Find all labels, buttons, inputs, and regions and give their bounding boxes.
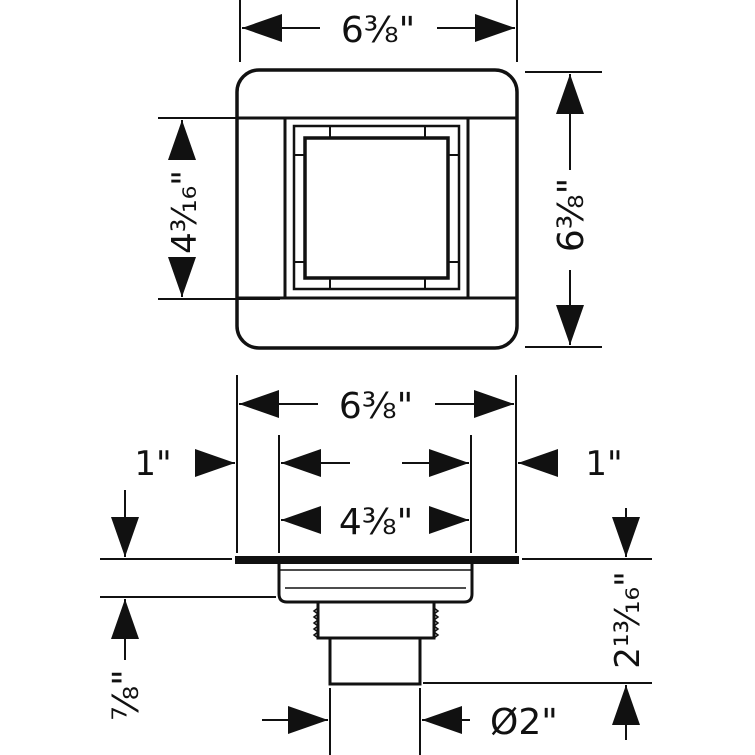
side-outlet-pipe <box>328 636 422 686</box>
side-flange <box>235 556 519 564</box>
side-thread-teeth <box>312 607 440 639</box>
top-outer-frame <box>235 68 519 350</box>
dim-outlet-diameter <box>262 688 470 755</box>
dim-outlet-diameter-label: Ø2" <box>490 702 558 743</box>
dim-top-height <box>525 71 602 348</box>
dim-side-flange-width-label: 6³⁄₈" <box>339 386 413 427</box>
dim-outlet-height-label: ⁷⁄₈" <box>106 669 147 720</box>
dim-side-body-width-label: 4³⁄₈" <box>339 502 413 543</box>
dim-side-outlet-height <box>100 490 276 660</box>
dim-side-flange-width <box>236 375 517 553</box>
top-view <box>235 68 519 350</box>
dim-top-width <box>239 0 518 62</box>
side-thread <box>316 600 436 640</box>
dim-side-total-height <box>423 508 652 740</box>
side-view <box>235 556 519 686</box>
dim-left-offset-label: 1" <box>134 444 171 484</box>
dim-top-inner-height-label: 4³⁄₁₆" <box>165 170 205 254</box>
dim-top-width-label: 6³⁄₈" <box>341 10 415 51</box>
dim-top-height-label: 6³⁄₈" <box>551 178 592 252</box>
top-grate-inner <box>303 136 450 280</box>
dim-top-inner-height <box>158 117 280 300</box>
side-body <box>277 563 474 604</box>
dim-total-height-label: 2¹³⁄₁₆" <box>608 571 648 668</box>
top-grate-outer <box>283 116 470 300</box>
dim-side-body-width <box>278 435 472 553</box>
top-grate-mid <box>292 124 461 291</box>
dim-right-offset-label: 1" <box>585 444 622 484</box>
